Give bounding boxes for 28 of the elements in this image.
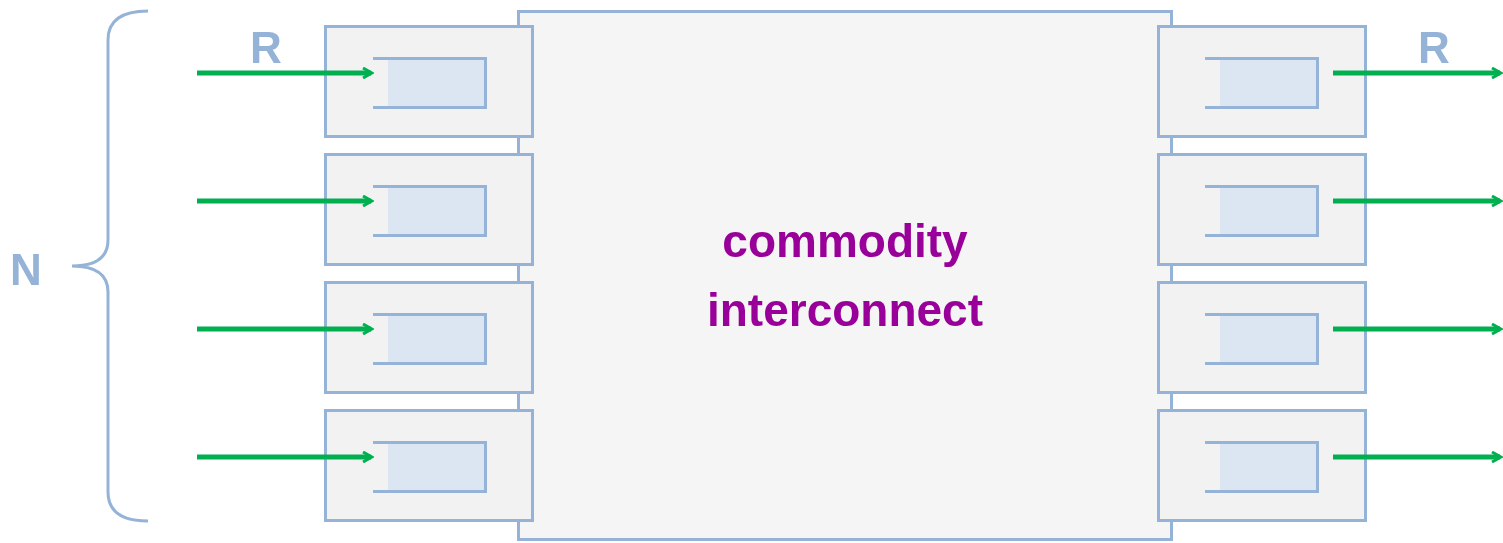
arrow: [1333, 194, 1503, 208]
port-box: [324, 153, 534, 266]
arrow: [197, 450, 374, 464]
queue-buffer: [1205, 313, 1319, 365]
port-box: [324, 409, 534, 522]
queue-buffer: [1205, 185, 1319, 237]
arrow: [197, 194, 374, 208]
port-box: [324, 25, 534, 138]
queue-buffer: [1205, 57, 1319, 109]
arrow: [1333, 450, 1503, 464]
queue-buffer: [373, 313, 487, 365]
queue-buffer: [373, 441, 487, 493]
queue-buffer: [373, 57, 487, 109]
queue-buffer: [1205, 441, 1319, 493]
arrow: [1333, 322, 1503, 336]
arrow: [197, 322, 374, 336]
port-box: [1157, 153, 1367, 266]
port-count-label: N: [10, 248, 42, 292]
radix-label: R: [250, 26, 282, 70]
queue-buffer: [373, 185, 487, 237]
arrow: [1333, 66, 1503, 80]
radix-label: R: [1418, 26, 1450, 70]
arrow: [197, 66, 374, 80]
port-box: [1157, 25, 1367, 138]
port-box: [1157, 409, 1367, 522]
port-box: [1157, 281, 1367, 394]
port-box: [324, 281, 534, 394]
interconnect-label: commodity interconnect: [705, 213, 984, 338]
